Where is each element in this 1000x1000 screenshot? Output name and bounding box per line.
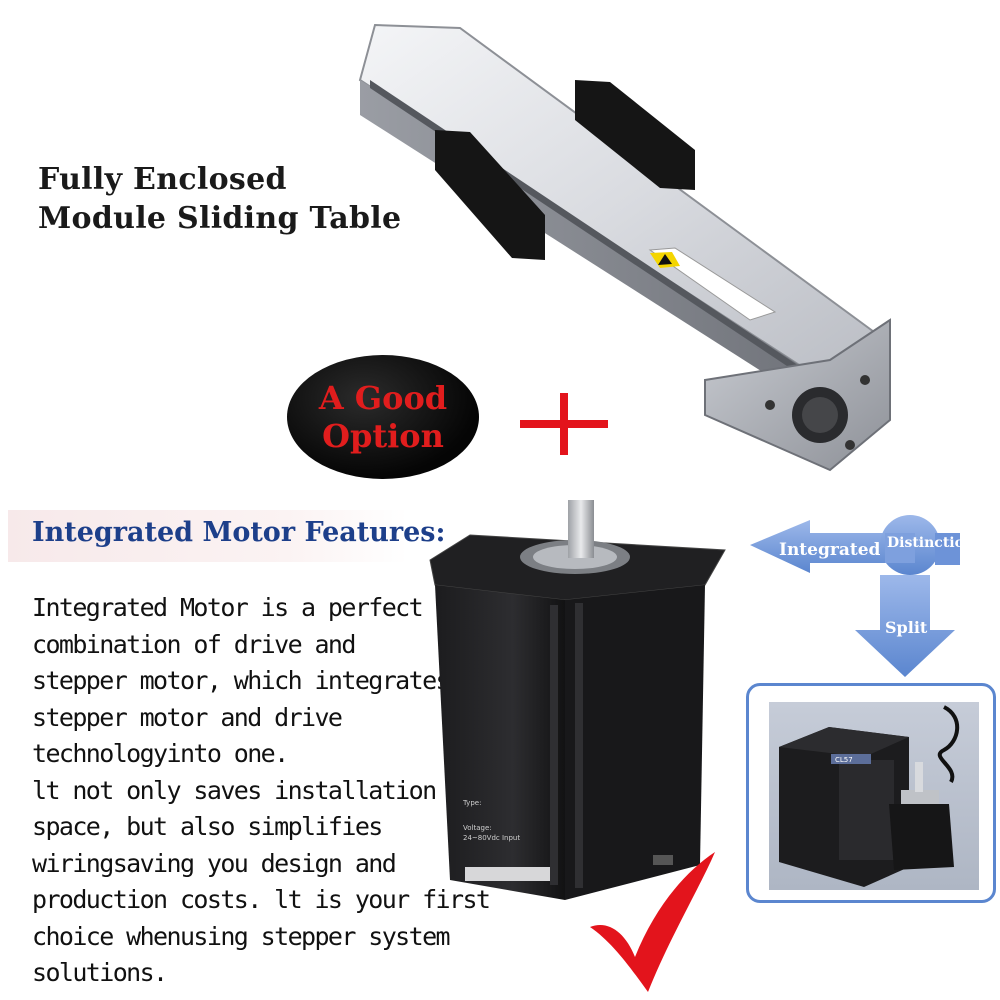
desc-line: lt not only saves installation <box>32 775 437 805</box>
sliding-table-image <box>350 20 910 490</box>
desc-line: space, but also simplifies <box>32 812 383 841</box>
desc-line: Integrated Motor is a perfect <box>32 593 424 622</box>
badge-line-1: A Good <box>318 379 448 417</box>
desc-line: technologyinto one. <box>32 739 289 768</box>
features-description: Integrated Motor is a perfect combinatio… <box>32 590 491 992</box>
motor-type-label: Type: <box>462 799 481 807</box>
motor-voltage-label: Voltage: <box>463 824 492 832</box>
motor-input-label: 24~80Vdc Input <box>463 834 520 842</box>
title-line-1: Fully Enclosed <box>38 162 287 197</box>
features-heading: Integrated Motor Features: <box>32 517 446 548</box>
good-option-badge: A Good Option <box>287 355 479 479</box>
split-label: Split <box>885 618 928 637</box>
desc-line: solutions. <box>32 958 168 987</box>
driver-model-label: CL57 <box>835 756 853 764</box>
title-line-2: Module Sliding Table <box>38 201 402 236</box>
plus-icon <box>520 393 608 455</box>
product-title: Fully Enclosed Module Sliding Table <box>38 160 401 238</box>
desc-line: stepper motor, which integrates <box>32 666 451 695</box>
integrated-motor-image: Type: Voltage: 24~80Vdc Input <box>425 495 735 920</box>
features-heading-bar: Integrated Motor Features: <box>8 510 445 562</box>
split-driver-panel: CL57 <box>746 683 996 903</box>
integrated-label: Integrated <box>779 540 881 560</box>
desc-line: wiringsaving you design and <box>32 848 397 878</box>
desc-line: stepper motor and drive <box>32 702 343 732</box>
distinction-label: Distinction <box>887 535 974 551</box>
check-icon <box>590 852 720 994</box>
desc-line: production costs. lt is your first <box>32 885 491 914</box>
driver-photo: CL57 <box>769 702 979 890</box>
badge-line-2: Option <box>322 417 444 455</box>
desc-line: choice whenusing stepper system <box>32 921 451 951</box>
desc-line: combination of drive and <box>32 629 356 659</box>
distinction-arrows: Integrated Distinction Split <box>745 505 1000 685</box>
